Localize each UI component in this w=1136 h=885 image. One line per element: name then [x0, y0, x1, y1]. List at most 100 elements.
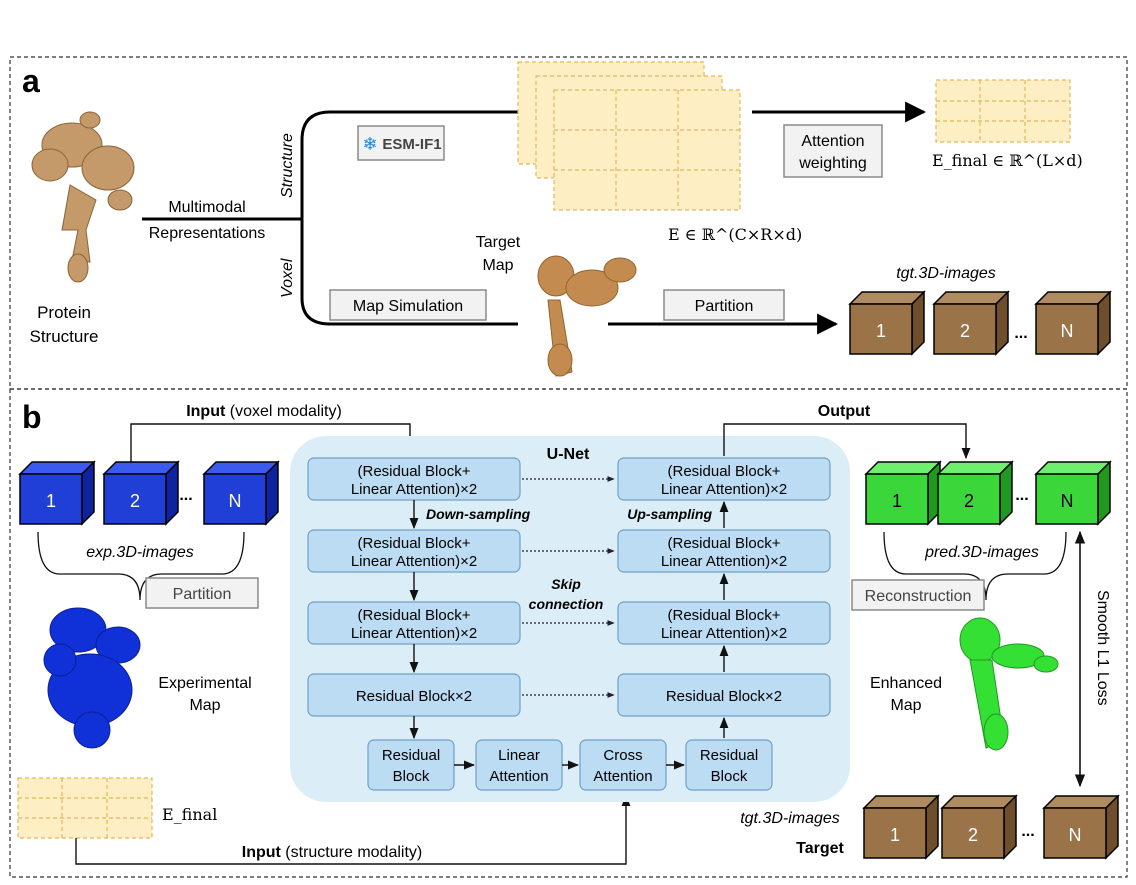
- protein-structure-image: [31, 111, 135, 283]
- input-structure-arrow: [75, 794, 631, 865]
- svg-text:Block: Block: [711, 768, 748, 785]
- cube-exp-n: N: [202, 460, 280, 526]
- svg-text:Residual Block×2: Residual Block×2: [666, 688, 782, 705]
- svg-text:Linear Attention)×2: Linear Attention)×2: [351, 553, 477, 570]
- svg-text:(Residual Block+: (Residual Block+: [358, 463, 471, 480]
- cube-pred-1: 1: [864, 460, 942, 526]
- encoder-block-4: Residual Block×2: [307, 673, 521, 717]
- skip-connection-label-1: Skip: [551, 576, 581, 592]
- svg-text:Residual: Residual: [382, 747, 440, 764]
- experimental-map-label-1: Experimental: [158, 675, 251, 692]
- cube-pred-2: 2: [936, 460, 1014, 526]
- svg-text:(Residual Block+: (Residual Block+: [668, 463, 781, 480]
- svg-text:Linear Attention)×2: Linear Attention)×2: [661, 481, 787, 498]
- cube-target-n: N: [1042, 794, 1120, 860]
- reconstruction-label: Reconstruction: [865, 588, 972, 605]
- cube-exp-2: 2: [102, 460, 180, 526]
- embedding-E-final-math: E_final ∈ ℝ^(L×d): [932, 151, 1083, 170]
- decoder-block-2: (Residual Block+ Linear Attention)×2: [617, 529, 831, 573]
- svg-text:2: 2: [964, 491, 974, 511]
- bottleneck-block-3: Cross Attention: [579, 739, 667, 791]
- svg-text:1: 1: [892, 491, 902, 511]
- bottleneck-block-1: Residual Block: [367, 739, 455, 791]
- ellipsis-pred: ...: [1015, 487, 1028, 504]
- enhanced-map-image: [959, 617, 1059, 751]
- svg-text:1: 1: [46, 491, 56, 511]
- svg-text:N: N: [1061, 491, 1074, 511]
- ellipsis-a: ...: [1014, 325, 1027, 342]
- target-map-image: [537, 255, 637, 377]
- tgt-images-label-a: tgt.3D-images: [896, 265, 996, 282]
- svg-text:Block: Block: [393, 768, 430, 785]
- partition-box-b: [145, 577, 259, 609]
- protein-structure-label-1: Protein: [37, 303, 91, 322]
- multimodal-label-2: Representations: [149, 225, 266, 242]
- multimodal-label-1: Multimodal: [168, 199, 245, 216]
- exp-bracket: [37, 531, 245, 601]
- svg-text:N: N: [229, 491, 242, 511]
- svg-text:Attention: Attention: [593, 768, 652, 785]
- svg-text:N: N: [1069, 825, 1082, 845]
- branch-structure-label: Structure: [279, 133, 296, 198]
- svg-text:1: 1: [890, 825, 900, 845]
- svg-text:2: 2: [968, 825, 978, 845]
- svg-text:Residual Block×2: Residual Block×2: [356, 688, 472, 705]
- ellipsis-target: ...: [1021, 823, 1034, 840]
- panel-b-letter: b: [22, 399, 42, 435]
- encoder-block-3: (Residual Block+ Linear Attention)×2: [307, 601, 521, 645]
- decoder-block-4: Residual Block×2: [617, 673, 831, 717]
- snowflake-icon: ❄: [362, 134, 377, 154]
- decoder-block-1: (Residual Block+ Linear Attention)×2: [617, 457, 831, 501]
- protein-structure-label-2: Structure: [30, 327, 99, 346]
- unet-title: U-Net: [547, 446, 590, 463]
- attention-weighting-box: [783, 124, 883, 178]
- embedding-E-final-b: [17, 777, 153, 839]
- map-simulation-box: [329, 289, 487, 321]
- svg-text:(Residual Block+: (Residual Block+: [358, 535, 471, 552]
- svg-text:Linear Attention)×2: Linear Attention)×2: [661, 625, 787, 642]
- cube-target-2: 2: [940, 794, 1018, 860]
- svg-text:(Residual Block+: (Residual Block+: [668, 535, 781, 552]
- ellipsis-exp: ...: [179, 487, 192, 504]
- embedding-E-math: E ∈ ℝ^(C×R×d): [668, 225, 802, 244]
- decoder-block-3: (Residual Block+ Linear Attention)×2: [617, 601, 831, 645]
- pred-bracket: [883, 531, 1067, 601]
- svg-text:Linear Attention)×2: Linear Attention)×2: [351, 625, 477, 642]
- smooth-loss-label: Smooth L1 Loss: [1094, 590, 1111, 706]
- bottleneck-block-4: Residual Block: [685, 739, 773, 791]
- svg-text:Linear Attention)×2: Linear Attention)×2: [351, 481, 477, 498]
- cube-pred-n: N: [1034, 460, 1112, 526]
- partition-label-b: Partition: [173, 586, 232, 603]
- branch-voxel-label: Voxel: [279, 258, 296, 298]
- map-simulation-label: Map Simulation: [353, 298, 463, 315]
- input-structure-label: Input (structure modality): [242, 844, 422, 861]
- enhanced-map-label-2: Map: [890, 697, 921, 714]
- panel-a-frame: [9, 56, 1128, 390]
- target-map-label-1: Target: [476, 234, 521, 251]
- skip-connection-label-2: connection: [529, 596, 604, 612]
- embedding-stack-E: [517, 61, 741, 211]
- target-label: Target: [796, 840, 844, 857]
- cube-target-1: 1: [862, 794, 940, 860]
- svg-text:Linear: Linear: [498, 747, 540, 764]
- svg-text:Linear Attention)×2: Linear Attention)×2: [661, 553, 787, 570]
- reconstruction-box: [851, 579, 985, 611]
- cube-a-2: 2: [932, 290, 1010, 356]
- exp-images-label: exp.3D-images: [86, 544, 194, 561]
- encoder-block-2: (Residual Block+ Linear Attention)×2: [307, 529, 521, 573]
- partition-label-a: Partition: [695, 298, 754, 315]
- cube-a-1: 1: [848, 290, 926, 356]
- bottleneck-block-2: Linear Attention: [475, 739, 563, 791]
- svg-text:(Residual Block+: (Residual Block+: [668, 607, 781, 624]
- svg-text:Attention: Attention: [489, 768, 548, 785]
- esm-if1-label: ESM-IF1: [382, 136, 441, 153]
- svg-text:Residual: Residual: [700, 747, 758, 764]
- svg-text:1: 1: [876, 321, 886, 341]
- attention-weighting-label-1: Attention: [801, 133, 864, 150]
- output-label: Output: [818, 403, 871, 420]
- experimental-map-image: [43, 607, 141, 749]
- attention-weighting-label-2: weighting: [798, 155, 867, 172]
- cube-a-n: N: [1034, 290, 1112, 356]
- up-sampling-label: Up-sampling: [627, 506, 712, 522]
